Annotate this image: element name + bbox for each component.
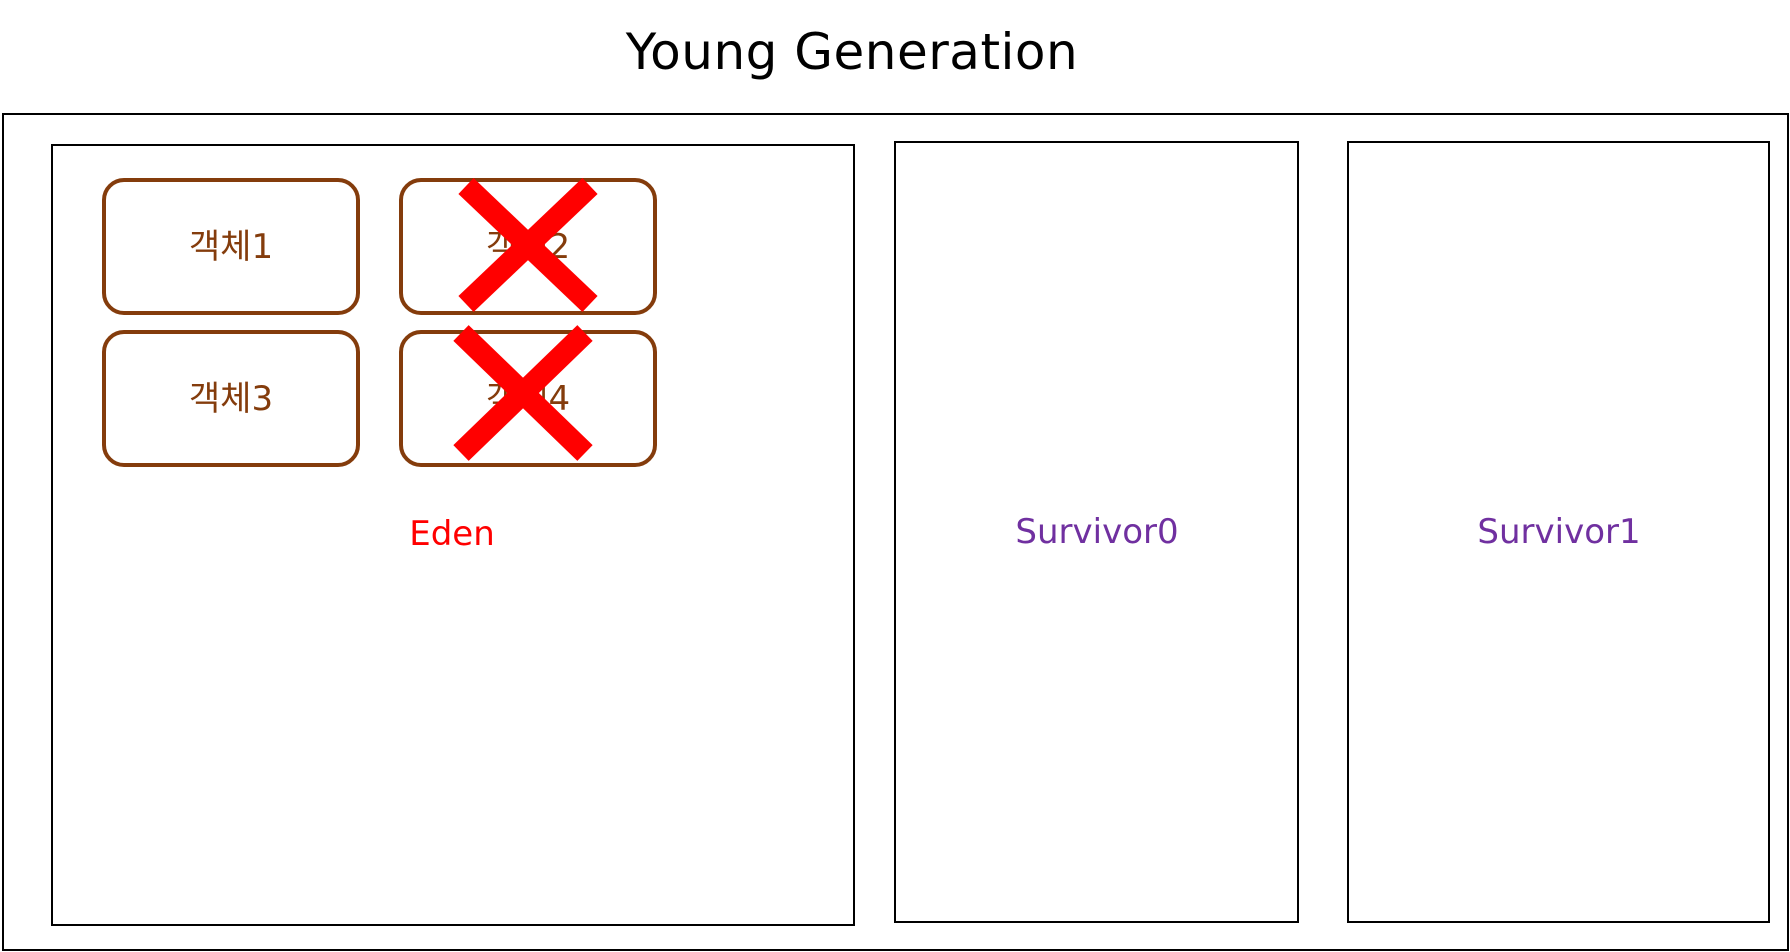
object-box-3: 객체3	[102, 330, 360, 467]
survivor1-region	[1347, 141, 1770, 923]
survivor0-label: Survivor0	[1015, 512, 1179, 552]
survivor1-label: Survivor1	[1477, 512, 1641, 552]
eden-label: Eden	[409, 514, 495, 554]
survivor0-region	[894, 141, 1299, 923]
object-label-1: 객체1	[188, 226, 274, 267]
cross-icon	[458, 178, 598, 312]
object-box-1: 객체1	[102, 178, 360, 315]
object-label-3: 객체3	[188, 378, 274, 419]
cross-icon	[453, 325, 593, 461]
diagram-title: Young Generation	[625, 23, 1079, 81]
